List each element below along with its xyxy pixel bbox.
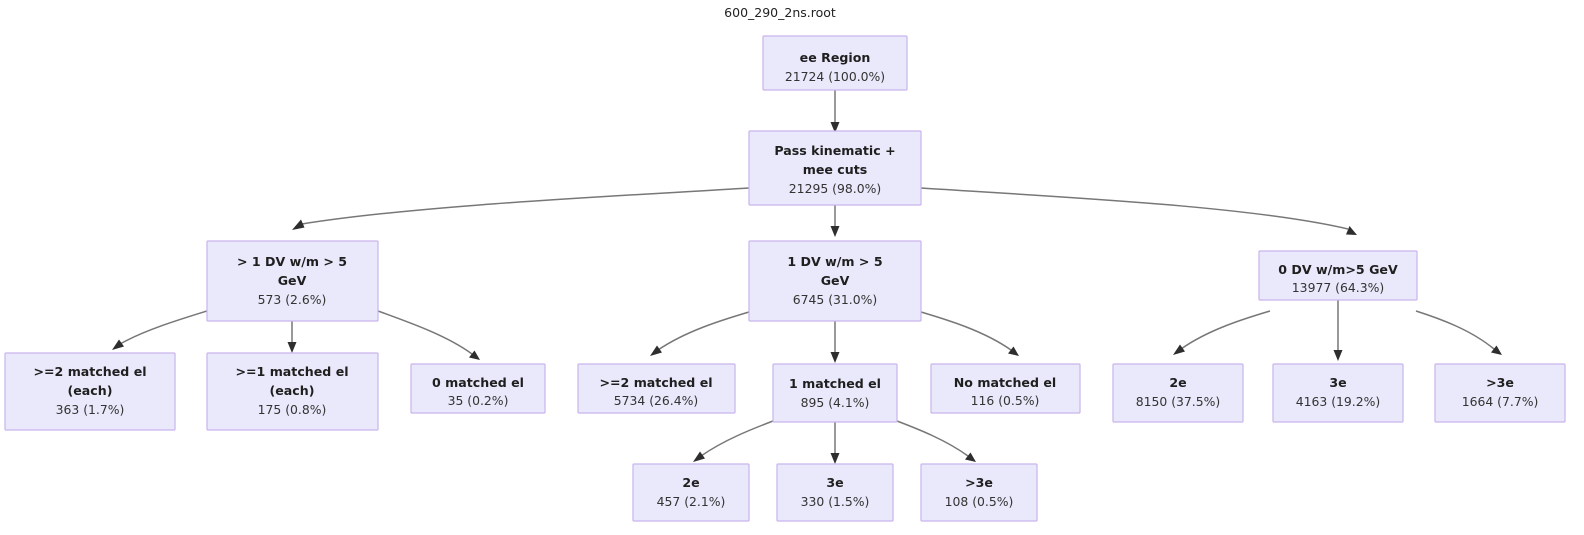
node-gt1-dv-stat: 573 (2.6%) [258,292,327,307]
node-zero-matched-el[interactable]: 0 matched el 35 (0.2%) [410,363,546,414]
node-one-matched-2e[interactable]: 2e 457 (2.1%) [632,463,750,522]
node-ge1-each-label-line1: >=1 matched el [235,364,348,379]
node-one-matched-3e[interactable]: 3e 330 (1.5%) [776,463,894,522]
node-one-matched-gt3e-stat: 108 (0.5%) [945,494,1014,509]
edge-one-dv-to-ge2-matched [650,311,750,356]
node-zero-dv-2e[interactable]: 2e 8150 (37.5%) [1112,363,1244,423]
edge-zero-dv-to-2e [1173,310,1271,355]
node-zero-dv-2e-stat: 8150 (37.5%) [1136,394,1221,409]
node-zero-dv-2e-label: 2e [1169,375,1186,390]
edge-one-matched-to-gt3e [896,420,976,462]
node-pass-cuts[interactable]: Pass kinematic + mee cuts 21295 (98.0%) [748,130,922,206]
node-pass-cuts-label-line1: Pass kinematic + [774,143,895,158]
edge-pass-cuts-to-zero-dv [920,187,1357,235]
edge-gt1-dv-to-ge1-each [287,321,297,353]
node-zero-dv-label: 0 DV w/m>5 GeV [1278,262,1398,277]
node-one-dv-label-line1: 1 DV w/m > 5 [787,254,882,269]
node-ge2-each-stat: 363 (1.7%) [56,402,125,417]
node-no-matched-el-stat: 116 (0.5%) [971,393,1040,408]
node-pass-cuts-stat: 21295 (98.0%) [789,181,881,196]
node-gt1-dv-label-line2: GeV [278,273,307,288]
node-ee-region[interactable]: ee Region 21724 (100.0%) [762,35,908,91]
node-ge2-each-label-line1: >=2 matched el [33,364,146,379]
node-ge2-each[interactable]: >=2 matched el (each) 363 (1.7%) [4,352,176,431]
node-gt1-dv[interactable]: > 1 DV w/m > 5 GeV 573 (2.6%) [206,240,379,322]
node-ge1-each[interactable]: >=1 matched el (each) 175 (0.8%) [206,352,379,431]
node-one-matched-3e-label: 3e [826,475,843,490]
node-one-dv[interactable]: 1 DV w/m > 5 GeV 6745 (31.0%) [748,240,922,322]
edge-zero-dv-to-gt3e [1415,310,1502,355]
node-one-dv-label-line2: GeV [821,273,850,288]
node-ge2-matched-el-label: >=2 matched el [599,375,712,390]
node-zero-dv-stat: 13977 (64.3%) [1292,280,1384,295]
edge-one-matched-to-3e [830,422,840,464]
node-zero-dv-gt3e-label: >3e [1486,375,1514,390]
node-ge2-matched-el[interactable]: >=2 matched el 5734 (26.4%) [577,363,736,414]
node-one-matched-gt3e[interactable]: >3e 108 (0.5%) [920,463,1038,522]
node-one-matched-2e-label: 2e [682,475,699,490]
edge-gt1-dv-to-zero-matched [377,310,480,360]
node-one-matched-el[interactable]: 1 matched el 895 (4.1%) [772,363,898,423]
node-zero-dv-3e[interactable]: 3e 4163 (19.2%) [1272,363,1404,423]
edge-one-matched-to-2e [693,420,774,462]
node-zero-dv[interactable]: 0 DV w/m>5 GeV 13977 (64.3%) [1258,250,1418,301]
node-one-matched-2e-stat: 457 (2.1%) [657,494,726,509]
node-ge1-each-label-line2: (each) [270,383,315,398]
node-pass-cuts-label-line2: mee cuts [803,162,868,177]
node-zero-dv-gt3e[interactable]: >3e 1664 (7.7%) [1434,363,1566,423]
node-zero-dv-gt3e-stat: 1664 (7.7%) [1462,394,1539,409]
node-ge1-each-stat: 175 (0.8%) [258,402,327,417]
edge-pass-cuts-to-gt1-dv [292,187,750,230]
node-ee-region-label: ee Region [800,50,871,65]
node-layer: ee Region 21724 (100.0%) Pass kinematic … [4,35,1566,522]
graph-title: 600_290_2ns.root [724,5,836,20]
edge-pass-cuts-to-one-dv [830,205,840,237]
edge-zero-dv-to-3e [1333,300,1343,361]
node-zero-matched-el-stat: 35 (0.2%) [448,393,509,408]
node-gt1-dv-label-line1: > 1 DV w/m > 5 [237,254,347,269]
node-one-matched-3e-stat: 330 (1.5%) [801,494,870,509]
edge-one-dv-to-one-matched [830,321,840,363]
node-one-dv-stat: 6745 (31.0%) [793,292,878,307]
edge-ee-region-to-pass-cuts [830,90,840,133]
node-one-matched-gt3e-label: >3e [965,475,993,490]
node-no-matched-el-label: No matched el [954,375,1056,390]
node-ee-region-stat: 21724 (100.0%) [785,69,885,84]
node-zero-dv-3e-stat: 4163 (19.2%) [1296,394,1381,409]
node-one-matched-el-label: 1 matched el [789,376,881,391]
edge-gt1-dv-to-ge2-each [112,310,208,350]
node-zero-dv-3e-label: 3e [1329,375,1346,390]
edge-one-dv-to-no-matched [920,311,1019,356]
node-ge2-each-label-line2: (each) [68,383,113,398]
edge-layer [112,90,1502,464]
node-one-matched-el-stat: 895 (4.1%) [801,395,870,410]
node-ge2-matched-el-stat: 5734 (26.4%) [614,393,699,408]
node-no-matched-el[interactable]: No matched el 116 (0.5%) [930,363,1081,414]
node-zero-matched-el-label: 0 matched el [432,375,524,390]
